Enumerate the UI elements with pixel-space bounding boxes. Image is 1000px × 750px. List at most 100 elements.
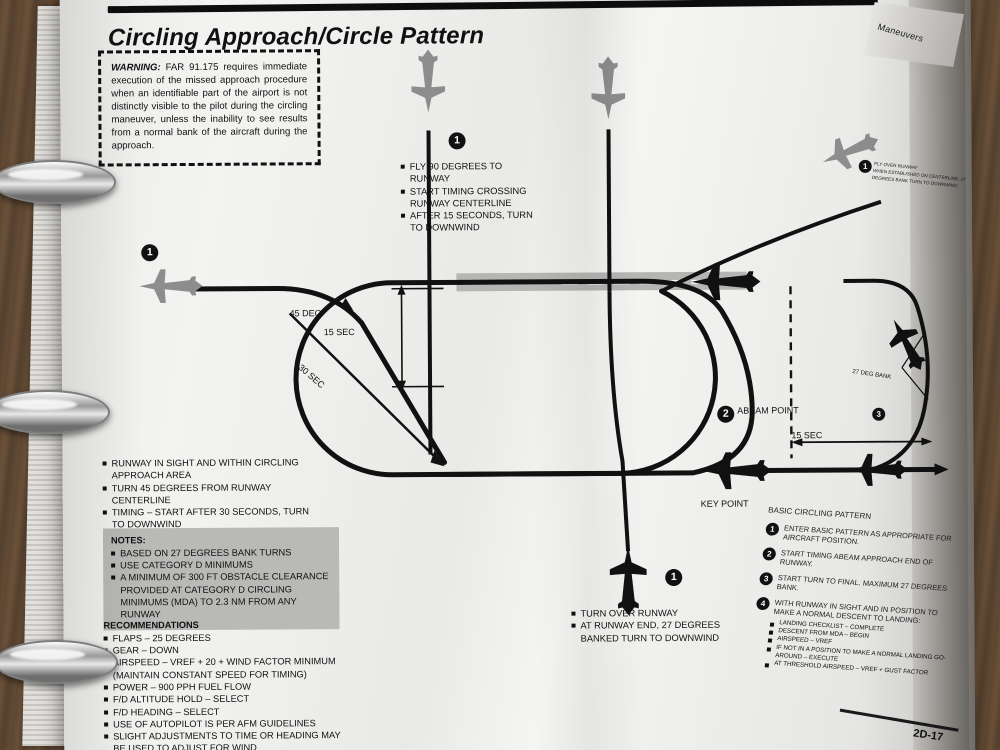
legend-step: 3 START TURN TO FINAL. MAXIMUM 27 DEGREE…: [758, 571, 955, 602]
notes-box: NOTES: BASED ON 27 DEGREES BANK TURNS US…: [102, 527, 340, 631]
callout-top-right: FLY OVER RUNWAY WHEN ESTABLISHED ON CENT…: [871, 161, 967, 191]
list-item: IF NOT IN A POSITION TO MAKE A NORMAL LA…: [766, 643, 947, 671]
list-item: A MINIMUM OF 300 FT OBSTACLE CLEARANCE P…: [111, 571, 331, 621]
warning-label: WARNING:: [111, 62, 161, 74]
recommendations-heading: RECOMMENDATIONS: [103, 619, 199, 631]
legend-step: 2 START TIMING ABEAM APPROACH END OF RUN…: [761, 547, 958, 577]
dim-arrow-up: [397, 284, 406, 295]
label-27-deg-bank: 27 DEG BANK: [851, 368, 892, 381]
marker-2-abeam: 2: [717, 405, 735, 423]
list-item: FLY 90 DEGREES TO RUNWAY: [401, 160, 536, 185]
callout-bottom-center-list: TURN OVER RUNWAY AT RUNWAY END, 27 DEGRE…: [571, 607, 751, 645]
top-right-track: [606, 129, 612, 292]
warning-text: FAR 91.175 requires immediate execution …: [111, 61, 308, 152]
list-item: TURN 45 DEGREES FROM RUNWAY CENTERLINE: [103, 481, 318, 507]
list-item: DEGREES BANK TURN TO DOWNWIND: [871, 174, 958, 189]
legend-step: 4 WITH RUNWAY IN SIGHT AND IN POSITION T…: [755, 596, 952, 627]
list-item: POWER – 900 PPH FUEL FLOW: [104, 680, 354, 694]
list-item: F/D ALTITUDE HOLD – SELECT: [104, 692, 354, 706]
dim-arrow-down: [398, 380, 407, 391]
pattern-track-downwind: [440, 278, 755, 477]
aircraft-on-runway: [691, 263, 761, 301]
overhead-track-down: [607, 291, 631, 552]
list-item: AFTER 15 SECONDS, TURN TO DOWNWIND: [401, 209, 536, 234]
list-item-sub: (MAINTAIN CONSTANT SPEED FOR TIMING): [112, 669, 307, 681]
list-item: RUNWAY IN SIGHT AND WITHIN CIRCLING APPR…: [102, 456, 317, 482]
legend-step-text: ENTER BASIC PATTERN AS APPROPRIATE FOR A…: [782, 523, 953, 547]
legend-step-text: START TIMING ABEAM APPROACH END OF RUNWA…: [779, 548, 934, 569]
basic-circling-pattern-legend: BASIC CIRCLING PATTERN 1 ENTER BASIC PAT…: [749, 505, 964, 678]
legend-sub-list: LANDING CHECKLIST – COMPLETE DESCENT FRO…: [765, 619, 950, 679]
callout-left-pattern-list: RUNWAY IN SIGHT AND WITHIN CIRCLING APPR…: [102, 456, 317, 531]
bank-leader-2: [901, 334, 925, 368]
title-rule: [107, 0, 878, 14]
aircraft-top-center: [591, 56, 626, 120]
bank-leader-1: [901, 367, 929, 400]
footer-rule: [839, 708, 959, 732]
dim-arrow-left-r: [791, 438, 803, 447]
recommendations-list: FLAPS – 25 DEGREES GEAR – DOWN AIRSPEED …: [104, 631, 355, 750]
legend-marker-4: 4: [755, 596, 771, 611]
list-item: AIRSPEED – VREF + 20 + WIND FACTOR MINIM…: [104, 655, 354, 669]
30-sec-arrowhead: [430, 450, 445, 467]
label-15-sec-left: 15 SEC: [323, 326, 355, 338]
label-abeam-point: ABEAM POINT: [737, 405, 799, 416]
warning-box: WARNING: FAR 91.175 requires immediate e…: [98, 49, 321, 167]
aircraft-right-turn: [889, 319, 926, 370]
circling-pattern-diagram: [139, 49, 949, 616]
notes-heading: NOTES:: [110, 535, 146, 546]
binder-ring-middle: [0, 390, 110, 434]
list-item: AT THRESHOLD AIRSPEED – VREF + GUST FACT…: [765, 659, 945, 679]
list-item: AIRSPEED – VREF: [768, 635, 948, 655]
label-15-sec-right: 15 SEC: [791, 430, 823, 441]
binder-ring-bottom: [0, 640, 118, 684]
marker-1-top-right: 1: [858, 159, 872, 173]
upwind-departure-track: [660, 199, 882, 293]
aircraft-bottom-center: [609, 546, 647, 616]
callout-top-center-list: FLY 90 DEGREES TO RUNWAY START TIMING CR…: [401, 160, 536, 234]
top-left-track: [426, 130, 432, 293]
label-45-deg: 45 DEG: [289, 308, 322, 319]
base-leg-arrow: [934, 463, 949, 476]
legend-marker-2: 2: [761, 547, 777, 561]
list-item: DESCENT FROM MDA – BEGIN: [769, 627, 949, 647]
list-item: START TIMING CROSSING RUNWAY CENTERLINE: [401, 184, 536, 209]
base-leg: [762, 466, 943, 473]
aircraft-top-left: [411, 49, 446, 113]
entry-leg-45: [188, 285, 448, 465]
marker-1-bottom-center: 1: [665, 568, 683, 587]
list-item: FLY OVER RUNWAY: [873, 161, 919, 171]
label-key-point: KEY POINT: [700, 498, 749, 509]
recommendations-block: RECOMMENDATIONS FLAPS – 25 DEGREES GEAR …: [103, 619, 354, 750]
15-sec-left-dim-line: [400, 288, 403, 387]
aircraft-top-right: [822, 133, 879, 170]
aircraft-key-point: [702, 452, 772, 490]
dim-arrow-right-r: [921, 437, 933, 446]
45-deg-arrowhead: [341, 298, 354, 311]
legend-marker-3: 3: [758, 571, 774, 586]
section-tab: Maneuvers: [863, 2, 965, 68]
page-content: Circling Approach/Circle Pattern Maneuve…: [60, 0, 970, 750]
list-item: AT RUNWAY END, 27 DEGREES BANKED TURN TO…: [571, 619, 751, 645]
list-item: F/D HEADING – SELECT: [104, 705, 354, 719]
15-sec-right-dim-line: [795, 440, 929, 444]
legend-step-text: START TURN TO FINAL. MAXIMUM 27 DEGREES …: [776, 573, 948, 593]
list-item: USE CATEGORY D MINIMUMS: [111, 558, 331, 572]
legend-step-text: WITH RUNWAY IN SIGHT AND IN POSITION TO …: [773, 597, 939, 626]
marker-1-left: 1: [141, 244, 159, 262]
callout-top-center: FLY 90 DEGREES TO RUNWAY START TIMING CR…: [401, 160, 536, 234]
page-title: Circling Approach/Circle Pattern: [107, 22, 485, 52]
aircraft-bottom-right: [847, 453, 908, 486]
list-item: USE OF AUTOPILOT IS PER AFM GUIDELINES: [104, 717, 354, 731]
notes-list: BASED ON 27 DEGREES BANK TURNS USE CATEG…: [111, 546, 331, 621]
list-item: GEAR – DOWN: [104, 643, 354, 657]
list-item: LANDING CHECKLIST – COMPLETE: [770, 619, 950, 639]
marker-3-right: 3: [872, 407, 886, 421]
binder-ring-top: [0, 160, 116, 204]
section-tab-label: Maneuvers: [876, 21, 925, 44]
list-item: BASED ON 27 DEGREES BANK TURNS: [111, 546, 331, 560]
marker-1-top-center: 1: [448, 132, 466, 150]
legend-marker-1: 1: [765, 522, 780, 537]
manual-page: Circling Approach/Circle Pattern Maneuve…: [59, 0, 976, 750]
list-item: SLIGHT ADJUSTMENTS TO TIME OR HEADING MA…: [104, 729, 354, 750]
